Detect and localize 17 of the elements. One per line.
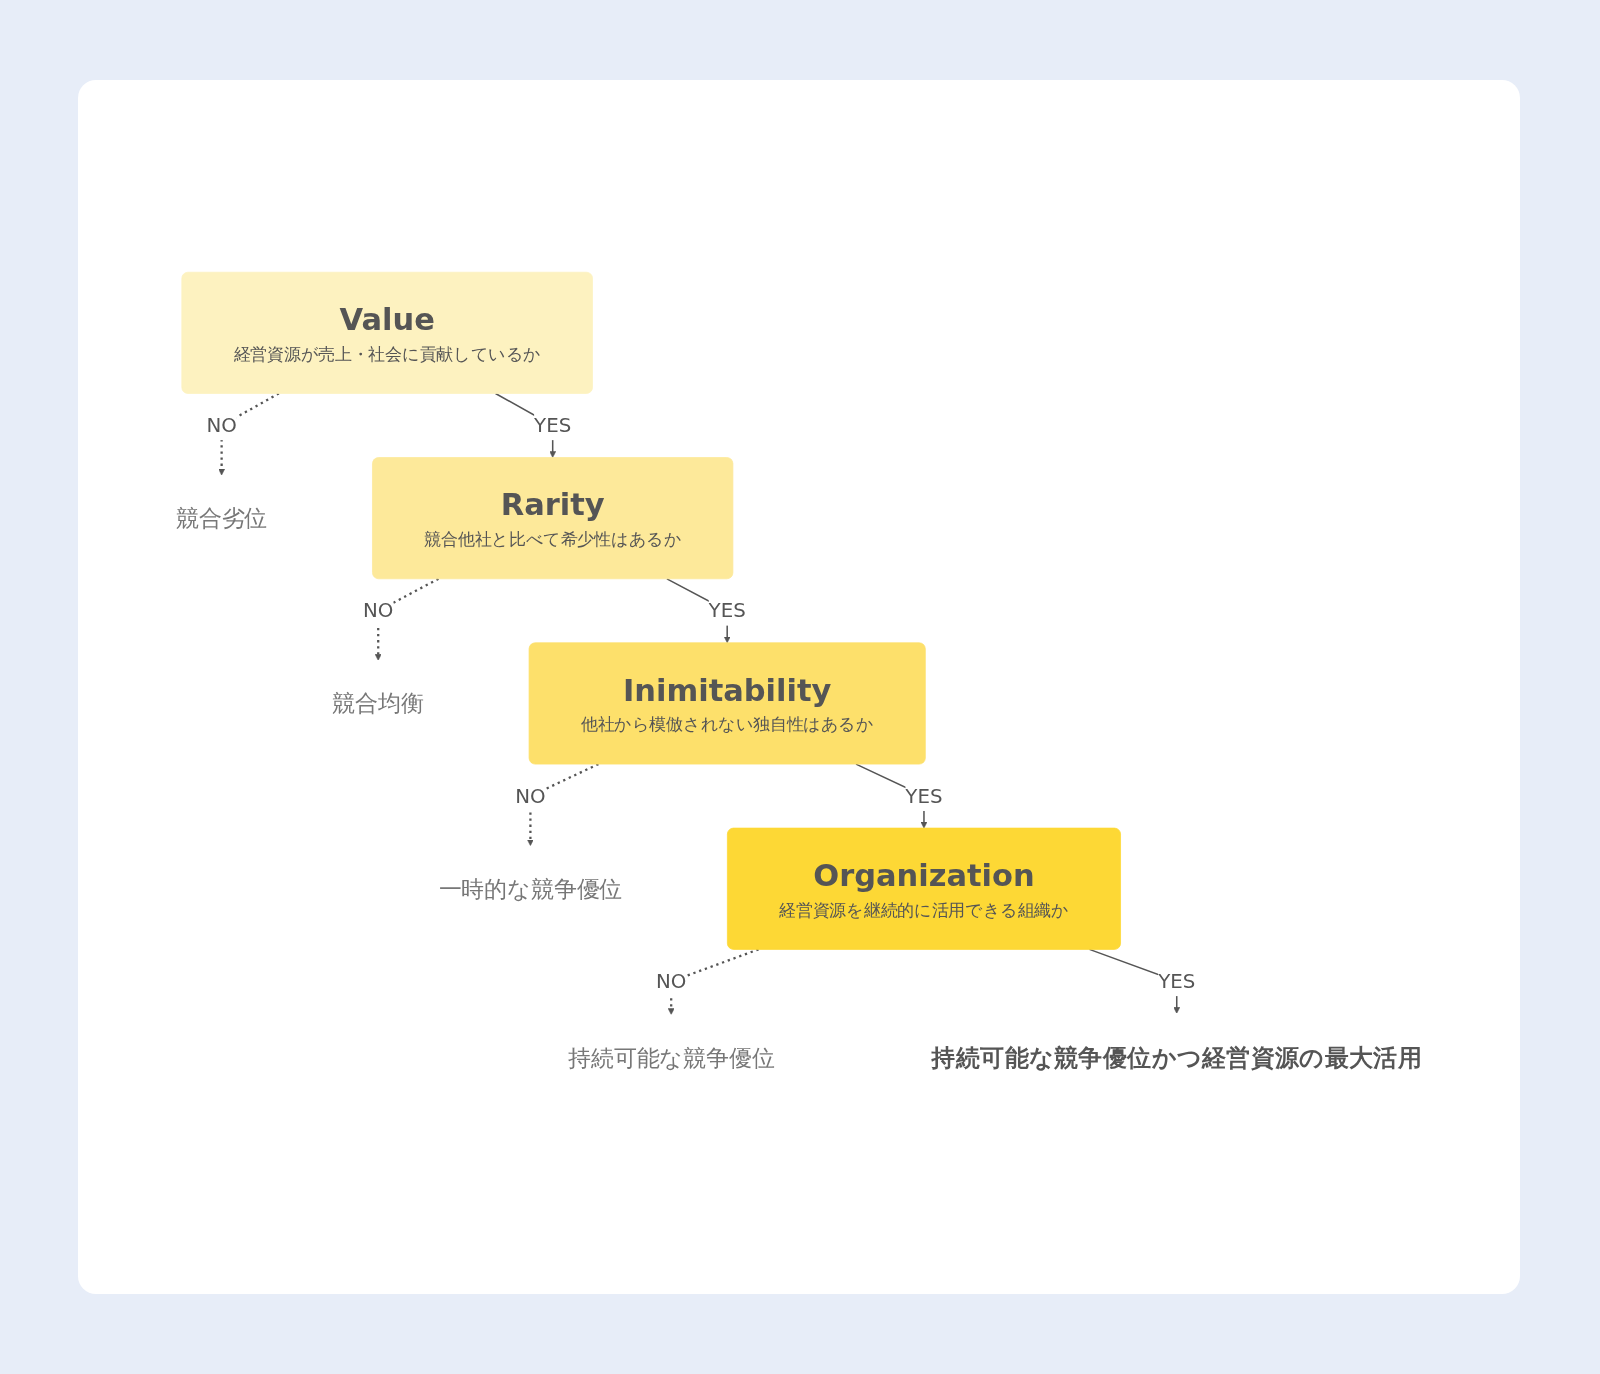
- node-box: Rarity 競合他社と比べて希少性はあるか: [372, 457, 734, 580]
- edge-label: YES: [1158, 969, 1196, 993]
- edge-label: NO: [655, 969, 687, 993]
- node-text: 競合劣位: [175, 504, 268, 532]
- edge-label: NO: [515, 784, 546, 808]
- edge-label: YES: [534, 413, 572, 437]
- node-text: 一時的な競争優位: [438, 875, 623, 903]
- node-text: 持続可能な競争優位かつ経営資源の最大活用: [931, 1043, 1423, 1073]
- node-text: 競合均衡: [332, 690, 424, 717]
- node-box: Inimitability 他社から模倣されない独自性はあるか: [528, 642, 926, 765]
- node-box: Value 経営資源が売上・社会に貢献しているか: [181, 271, 593, 394]
- node-box: Organization 経営資源を継続的に活用できる組織か: [727, 827, 1121, 950]
- edge-label: YES: [708, 598, 746, 622]
- node-text: 持続可能な競争優位: [567, 1044, 775, 1071]
- edge-label: NO: [206, 413, 237, 437]
- edge-label: NO: [363, 598, 394, 622]
- edge-label: YES: [905, 784, 943, 808]
